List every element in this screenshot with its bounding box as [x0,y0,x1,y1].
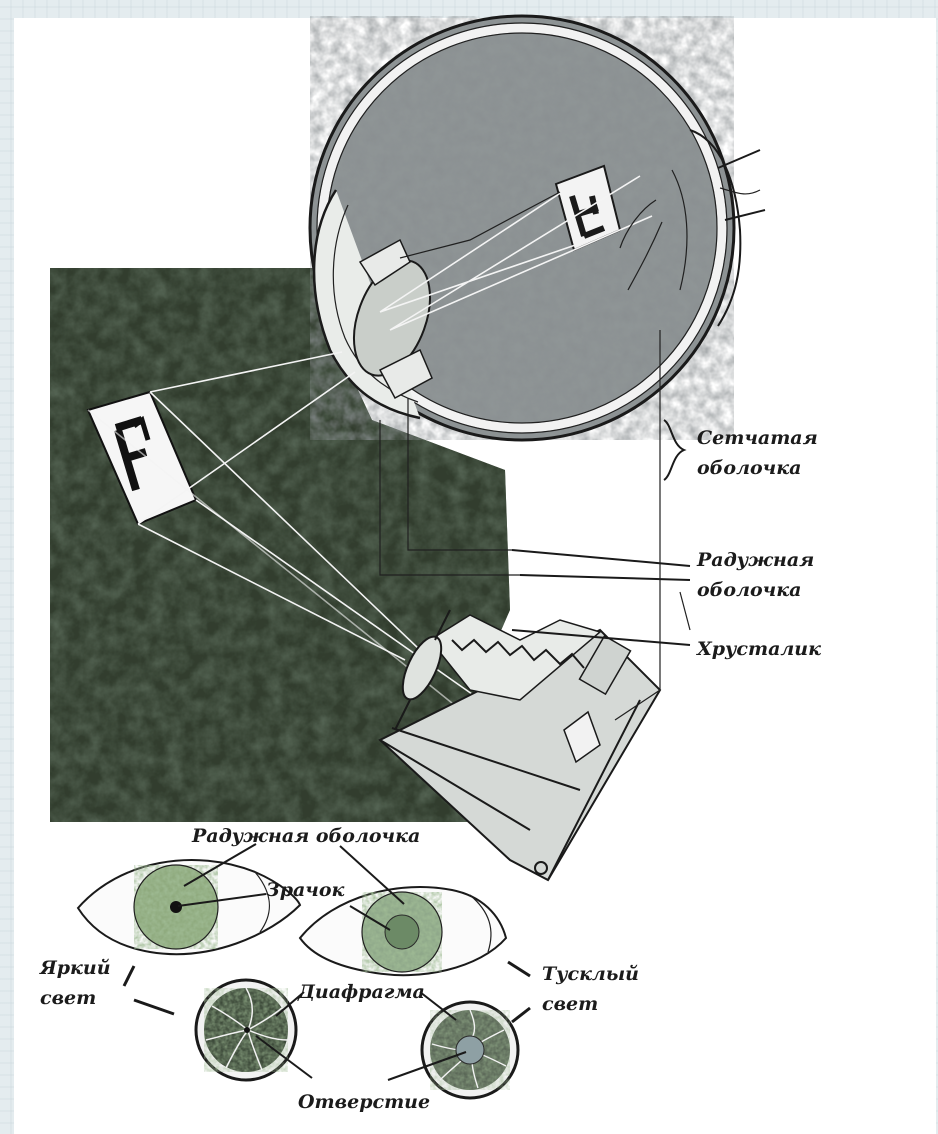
camera-icon [380,610,660,880]
label-iris-line2: оболочка [697,579,801,601]
label-pupil: Зрачок [266,879,345,901]
diaphragm-bright-icon [196,980,296,1080]
label-diaphragm: Диафрагма [297,981,425,1003]
diaphragm-dim-icon [422,1002,518,1098]
label-retina-line1: Сетчатая [697,427,818,449]
eye-bright-icon [78,860,300,954]
pointer-dim-diaphragm [512,1008,530,1022]
label-bright-line1: Яркий [39,957,111,979]
label-dim-line2: свет [542,993,598,1015]
label-bright-line2: свет [40,987,96,1009]
pointer-dim-eye [508,962,530,976]
label-iris-bottom: Радужная оболочка [191,825,420,847]
pointer-bright-diaphragm [134,1000,174,1014]
eyeball-icon [310,16,765,440]
label-dim-line1: Тусклый [542,963,639,985]
label-retina-line2: оболочка [697,457,801,479]
label-iris-line1: Радужная [696,549,814,571]
label-aperture: Отверстие [298,1091,430,1113]
label-lens: Хрусталик [696,638,821,660]
pointer-bright-eye [124,966,134,986]
